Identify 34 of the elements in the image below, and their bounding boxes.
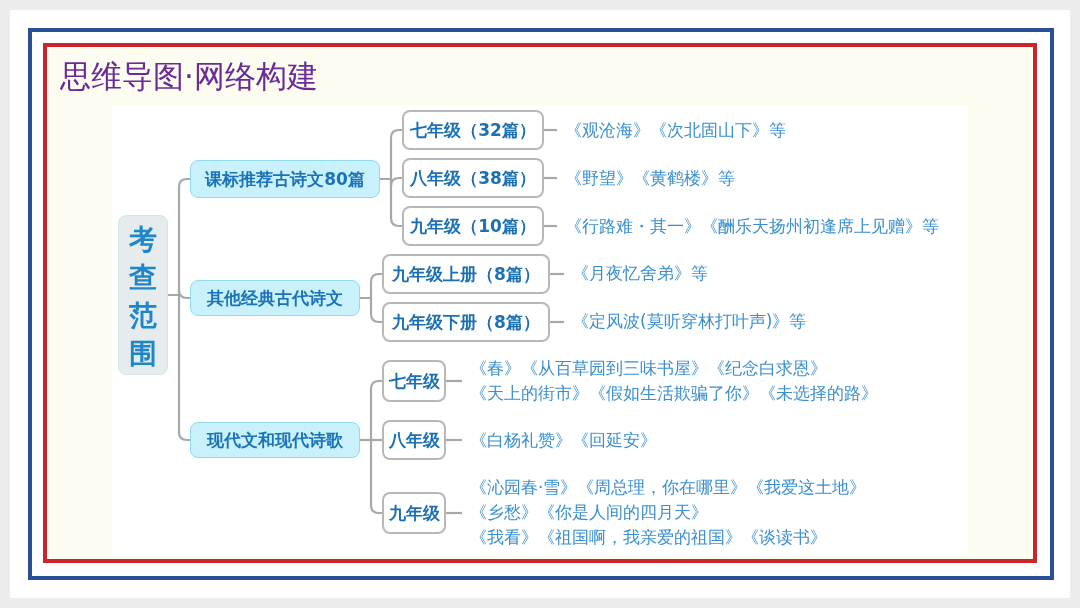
title-line: 《月夜忆舍弟》等 bbox=[572, 262, 708, 285]
grade-box: 八年级 bbox=[382, 420, 446, 460]
topic-box: 其他经典古代诗文 bbox=[190, 280, 360, 316]
title-line: 《乡愁》《你是人间的四月天》 bbox=[470, 501, 709, 524]
topic-box: 课标推荐古诗文80篇 bbox=[190, 160, 380, 198]
connector-line bbox=[360, 296, 382, 324]
topic-box: 现代文和现代诗歌 bbox=[190, 422, 360, 458]
grade-box: 九年级（10篇） bbox=[402, 206, 544, 246]
connector-line bbox=[446, 379, 462, 383]
connector-line bbox=[544, 176, 557, 180]
connector-line bbox=[446, 438, 462, 442]
connector-line bbox=[544, 224, 557, 228]
connector-line bbox=[544, 128, 557, 132]
grade-box: 八年级（38篇） bbox=[402, 158, 544, 198]
grade-box: 七年级（32篇） bbox=[402, 110, 544, 150]
title-line: 《行路难・其一》《酬乐天扬州初逢席上见赠》等 bbox=[565, 215, 939, 238]
grade-box: 九年级 bbox=[382, 492, 446, 534]
title-line: 《白杨礼赞》《回延安》 bbox=[470, 429, 657, 452]
title-line: 《定风波(莫听穿林打叶声)》等 bbox=[572, 310, 807, 333]
grade-box: 九年级下册（8篇） bbox=[382, 302, 550, 342]
root-box: 考查范围 bbox=[118, 215, 168, 375]
title-line: 《春》《从百草园到三味书屋》《纪念白求恩》 bbox=[470, 357, 828, 380]
title-line: 《天上的街市》《假如生活欺骗了你》《未选择的路》 bbox=[470, 382, 878, 405]
connector-line bbox=[550, 320, 564, 324]
title: 思维导图·网络构建 bbox=[60, 57, 318, 96]
title-line: 《我看》《祖国啊，我亲爱的祖国》《谈读书》 bbox=[470, 526, 828, 549]
title-line: 《沁园春·雪》《周总理，你在哪里》《我爱这土地》 bbox=[470, 476, 867, 499]
connector-line bbox=[446, 511, 462, 515]
connector-line bbox=[550, 272, 564, 276]
grade-box: 九年级上册（8篇） bbox=[382, 254, 550, 294]
title-line: 《野望》《黄鹤楼》等 bbox=[565, 167, 735, 190]
title-line: 《观沧海》《次北固山下》等 bbox=[565, 119, 786, 142]
connector-line bbox=[380, 177, 402, 228]
grade-box: 七年级 bbox=[382, 360, 446, 402]
